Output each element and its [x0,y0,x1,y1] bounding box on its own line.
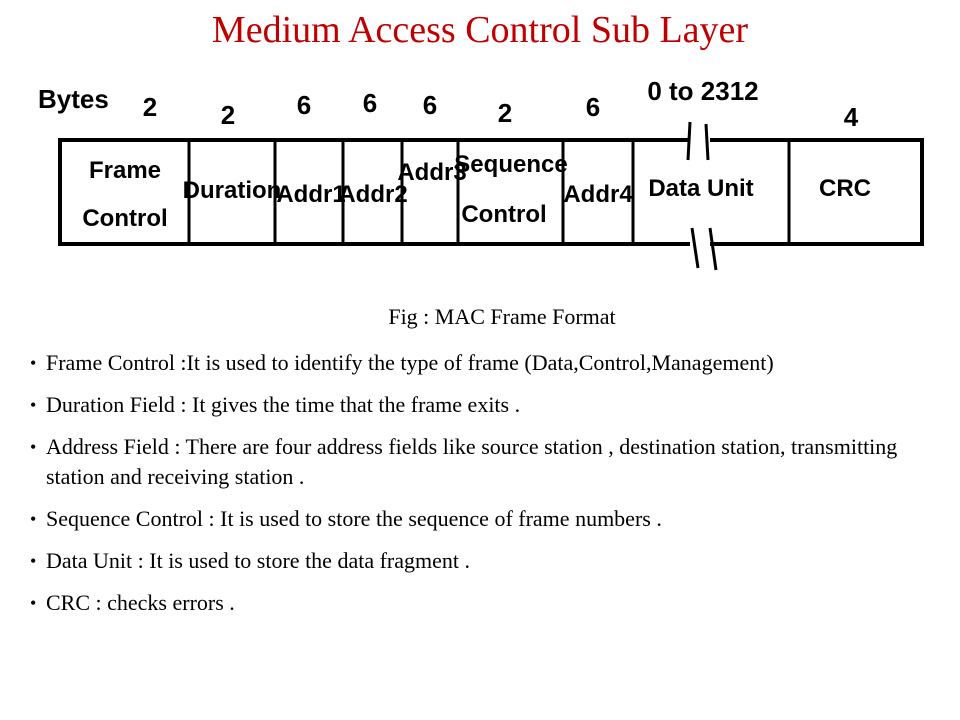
byte-count-addr2: 6 [363,88,377,118]
bullet-text: Duration Field : It gives the time that … [46,392,521,417]
field-addr4: Addr4 [563,181,633,208]
break-mark [686,121,692,161]
bullet-icon: • [30,551,37,571]
field-addr1: Addr1 [276,181,345,208]
field-frame-control-line2: Control [82,205,167,232]
field-duration: Duration [183,177,282,204]
list-item: • Sequence Control : It is used to store … [30,504,950,534]
byte-count-duration: 2 [221,100,235,130]
bullet-icon: • [30,509,37,529]
bullet-text: Sequence Control : It is used to store t… [46,506,662,531]
byte-count-sequence-control: 2 [498,98,512,128]
bullet-icon: • [30,437,37,457]
bullet-text: Data Unit : It is used to store the data… [46,548,470,573]
field-addr3: Addr3 [397,159,466,186]
break-mark [690,227,700,269]
bullet-icon: • [30,395,37,415]
field-sequence-control-line1: Sequence [454,151,567,178]
page-title: Medium Access Control Sub Layer [211,9,749,51]
break-gap-bottom [690,240,710,246]
byte-count-frame-control: 2 [143,92,157,122]
bullet-text: Address Field : There are four address f… [46,434,898,489]
bytes-label: Bytes [38,84,109,114]
list-item: • Data Unit : It is used to store the dat… [30,546,950,576]
break-mark [708,227,718,271]
byte-count-data-unit: 0 to 2312 [647,76,758,106]
bullet-text: CRC : checks errors . [46,590,235,615]
byte-count-addr4: 6 [586,92,600,122]
list-item: • Duration Field : It gives the time that… [30,390,950,420]
byte-count-addr1: 6 [297,90,311,120]
field-addr2: Addr2 [338,181,407,208]
bullet-icon: • [30,593,37,613]
byte-count-crc: 4 [844,102,859,132]
field-data-unit: Data Unit [648,175,753,202]
mac-frame-diagram: Bytes 2 2 6 6 6 2 6 0 to 2312 4 Frame Co… [38,76,924,271]
field-frame-control-line1: Frame [89,157,161,184]
bullet-icon: • [30,353,37,373]
field-sequence-control-line2: Control [461,201,546,228]
bullet-text: Frame Control :It is used to identify th… [46,350,774,375]
break-mark [704,123,710,161]
break-gap-top [690,138,710,144]
list-item: • Address Field : There are four address … [30,432,950,492]
figure-caption: Fig : MAC Frame Format [388,304,616,329]
list-item: • CRC : checks errors . [30,588,950,618]
field-crc: CRC [819,175,871,202]
list-item: • Frame Control :It is used to identify t… [30,348,950,378]
bullet-list: • Frame Control :It is used to identify t… [30,348,950,630]
byte-count-addr3: 6 [423,90,437,120]
frame-outline [58,138,924,246]
